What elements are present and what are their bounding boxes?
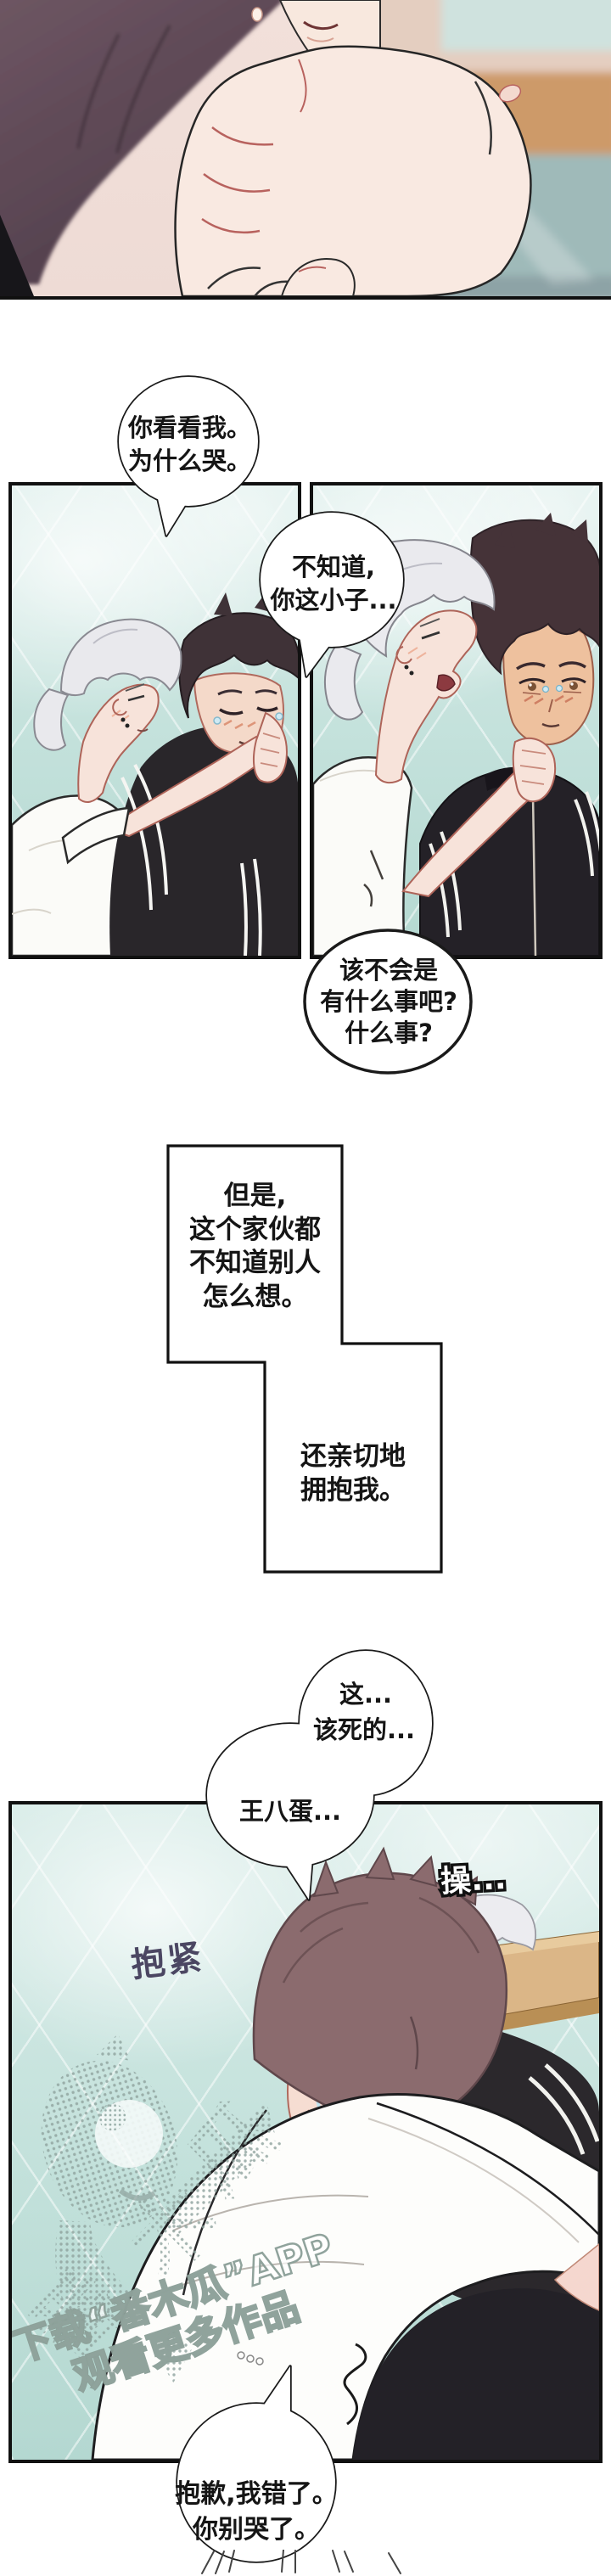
- thought-line: 这个家伙都: [189, 1214, 321, 1245]
- speech-bubble-4-5: 这... 该死的... 王八蛋...: [202, 1645, 445, 1908]
- speech-text: 什么事?: [345, 1019, 433, 1047]
- speech-text: 你看看我。: [127, 413, 251, 442]
- silver-hair-body: [313, 756, 413, 956]
- panel2a-artwork: [12, 589, 298, 956]
- silver-hair-head: [33, 618, 182, 804]
- bubble-shape: [205, 1649, 434, 1901]
- speech-text: 你别哭了。: [193, 2515, 320, 2545]
- speech-text: 这...: [339, 1680, 393, 1709]
- thought-line: 还亲切地: [300, 1441, 406, 1472]
- thought-box-2: 还亲切地 拥抱我。: [265, 1440, 441, 1507]
- arm-touch: [61, 711, 288, 865]
- arm-touch: [401, 738, 557, 898]
- dark-clothing-corner: [0, 215, 34, 296]
- speech-text: 王八蛋...: [238, 1797, 342, 1826]
- thought-line: 不知道别人: [189, 1248, 321, 1278]
- thought-line: 拥抱我。: [300, 1475, 406, 1506]
- thought-box-outline: [166, 1144, 443, 1574]
- speech-text: 该死的...: [312, 1715, 416, 1744]
- bubble-shape: [259, 511, 405, 678]
- thought-box-1: 但是, 这个家伙都 不知道别人 怎么想。: [168, 1180, 342, 1314]
- panel-face-touch-wide: [8, 482, 301, 959]
- thought-line: 怎么想。: [202, 1281, 308, 1312]
- panel-hug: 番 木 瓜 下载“番木瓜”APP 观看更多作品 操... 操... 抱紧: [8, 1801, 603, 2463]
- bubble-shape: [176, 2365, 337, 2563]
- scribble-mark: [343, 2343, 367, 2426]
- sfx-curse: 操... 操...: [437, 1854, 510, 1903]
- speech-bubble-2: 不知道, 你这小子...: [257, 510, 410, 680]
- bubble-shape: [117, 375, 260, 537]
- speech-text: 你这小子...: [270, 586, 397, 615]
- speech-text: 该不会是: [339, 956, 438, 985]
- sfx-hug-tight: 抱紧: [129, 1937, 206, 1986]
- speech-text: 抱歉,我错了。: [175, 2479, 338, 2509]
- panel1-artwork: [0, 0, 611, 296]
- speech-text: 不知道,: [291, 553, 376, 581]
- small-circles: [237, 2351, 264, 2366]
- bubble-shape: [303, 929, 473, 1075]
- dark-hair-figure: [109, 589, 298, 956]
- sfx-curse-fill: 操...: [440, 1861, 507, 1900]
- speech-text: 有什么事吧?: [320, 987, 457, 1016]
- speech-bubble-1: 你看看我。 为什么哭。: [115, 374, 264, 540]
- watermark-mascot: 番 木 瓜: [14, 2034, 295, 2383]
- dark-figure-mass: [0, 0, 284, 284]
- speech-bubble-6: 抱歉,我错了。 你别哭了。: [166, 2341, 353, 2563]
- emphasis-lines: [201, 2550, 401, 2574]
- wood-bench: [482, 1930, 599, 2034]
- speech-text: 为什么哭。: [127, 446, 251, 475]
- black-pants: [353, 2288, 599, 2460]
- skin-wedge: [553, 2243, 599, 2311]
- speech-bubble-3: 该不会是 有什么事吧? 什么事?: [302, 929, 475, 1078]
- panel-closeup-hands: [0, 0, 611, 300]
- thought-line: 但是,: [223, 1181, 287, 1211]
- hand-fist: [174, 45, 532, 296]
